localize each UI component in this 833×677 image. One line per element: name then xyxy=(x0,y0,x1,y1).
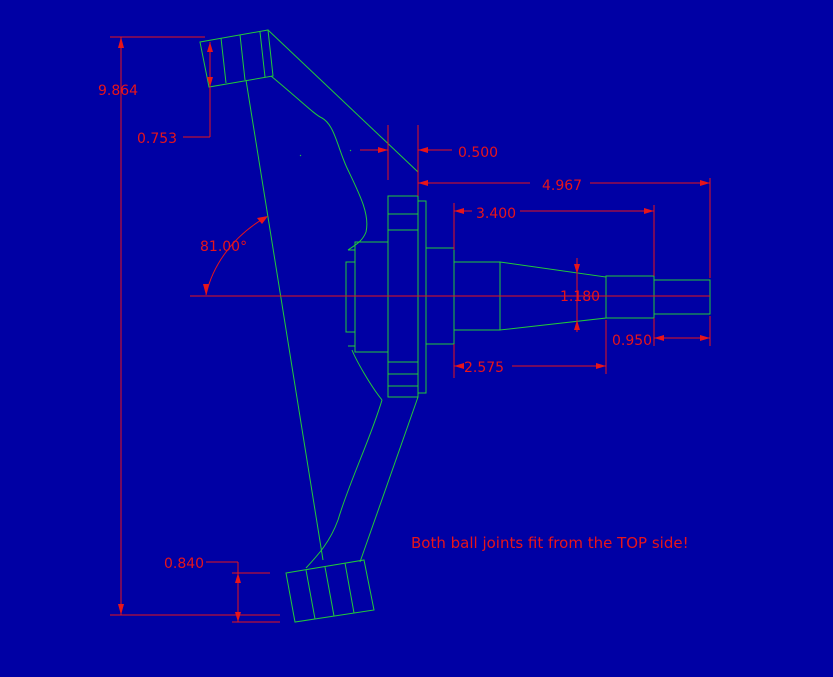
dim-bottom-joint-height xyxy=(206,561,280,623)
dim-overall-height xyxy=(110,36,280,616)
dim-kingpin-angle xyxy=(198,216,268,297)
dim-spindle-length xyxy=(418,178,711,278)
hub-back-boss xyxy=(345,261,356,333)
dim-label-kingpin-angle: 81.00° xyxy=(200,239,247,255)
lower-ball-joint-boss xyxy=(285,559,375,623)
dim-tip-length xyxy=(653,316,711,346)
upper-arm-outer-edge xyxy=(267,29,419,173)
lower-arm-outer-edge xyxy=(359,396,419,563)
lower-arm-inner-edge xyxy=(305,399,383,569)
dim-flange-offset xyxy=(360,125,452,196)
spindle-tip xyxy=(653,279,711,315)
dim-spindle-step-length xyxy=(453,203,655,276)
upper-ball-joint-boss xyxy=(199,29,274,88)
dim-label-overall-height: 9.864 xyxy=(98,83,138,99)
dim-taper-diameter xyxy=(574,258,580,332)
hub-body xyxy=(354,241,389,353)
dim-label-taper-length: 2.575 xyxy=(464,360,504,376)
dim-taper-length xyxy=(453,320,607,378)
flange-lip xyxy=(417,200,427,394)
dim-label-taper-diameter: 1.180 xyxy=(560,289,600,305)
ball-joint-note: Both ball joints fit from the TOP side! xyxy=(411,534,689,552)
dim-label-tip-length: 0.950 xyxy=(612,333,652,349)
dim-top-joint-height xyxy=(183,42,213,138)
kingpin-axis-line xyxy=(245,79,324,561)
dim-label-bottom-joint-height: 0.840 xyxy=(164,556,204,572)
dim-label-spindle-step-length: 3.400 xyxy=(476,206,516,222)
dim-label-flange-offset: 0.500 xyxy=(458,145,498,161)
spindle-bearing-seat xyxy=(605,275,655,319)
knuckle-outline xyxy=(199,29,711,623)
upper-arm-inner-edge xyxy=(270,75,368,251)
dim-label-top-joint-height: 0.753 xyxy=(137,131,177,147)
dim-label-spindle-length: 4.967 xyxy=(542,178,582,194)
